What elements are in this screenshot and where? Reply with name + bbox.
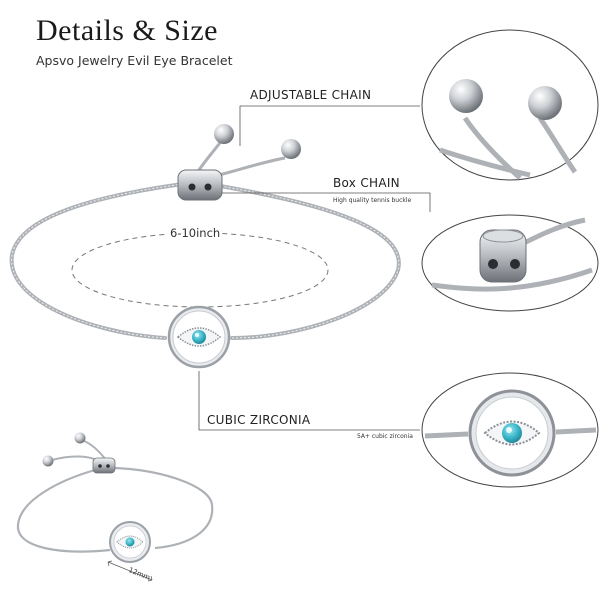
adjustable-chain-label: ADJUSTABLE CHAIN bbox=[250, 88, 372, 102]
main-bracelet bbox=[9, 124, 401, 369]
small-bracelet bbox=[16, 432, 214, 582]
detail-circle-cubic-zirconia bbox=[421, 372, 599, 488]
detail-circle-adjustable bbox=[421, 29, 599, 181]
diameter-measure-line bbox=[107, 561, 153, 581]
ball-end-icon bbox=[214, 124, 234, 144]
cubic-zirconia-note: 5A+ cubic zirconia bbox=[357, 433, 413, 440]
page-title: Details & Size bbox=[36, 14, 218, 47]
size-range-label: 6-10inch bbox=[168, 226, 223, 240]
product-subtitle: Apsvo Jewelry Evil Eye Bracelet bbox=[36, 53, 233, 68]
ball-end-icon bbox=[281, 139, 301, 159]
slider-bead-icon bbox=[177, 169, 223, 201]
detail-circle-box-chain bbox=[421, 214, 599, 312]
callout-lines bbox=[198, 105, 431, 431]
cubic-zirconia-label: CUBIC ZIRCONIA bbox=[207, 413, 311, 427]
box-chain-note: High quality tennis buckle bbox=[333, 197, 412, 204]
box-chain-label: Box CHAIN bbox=[333, 176, 400, 190]
evil-eye-charm-icon bbox=[167, 305, 231, 369]
size-dashed-ellipse bbox=[71, 232, 329, 308]
